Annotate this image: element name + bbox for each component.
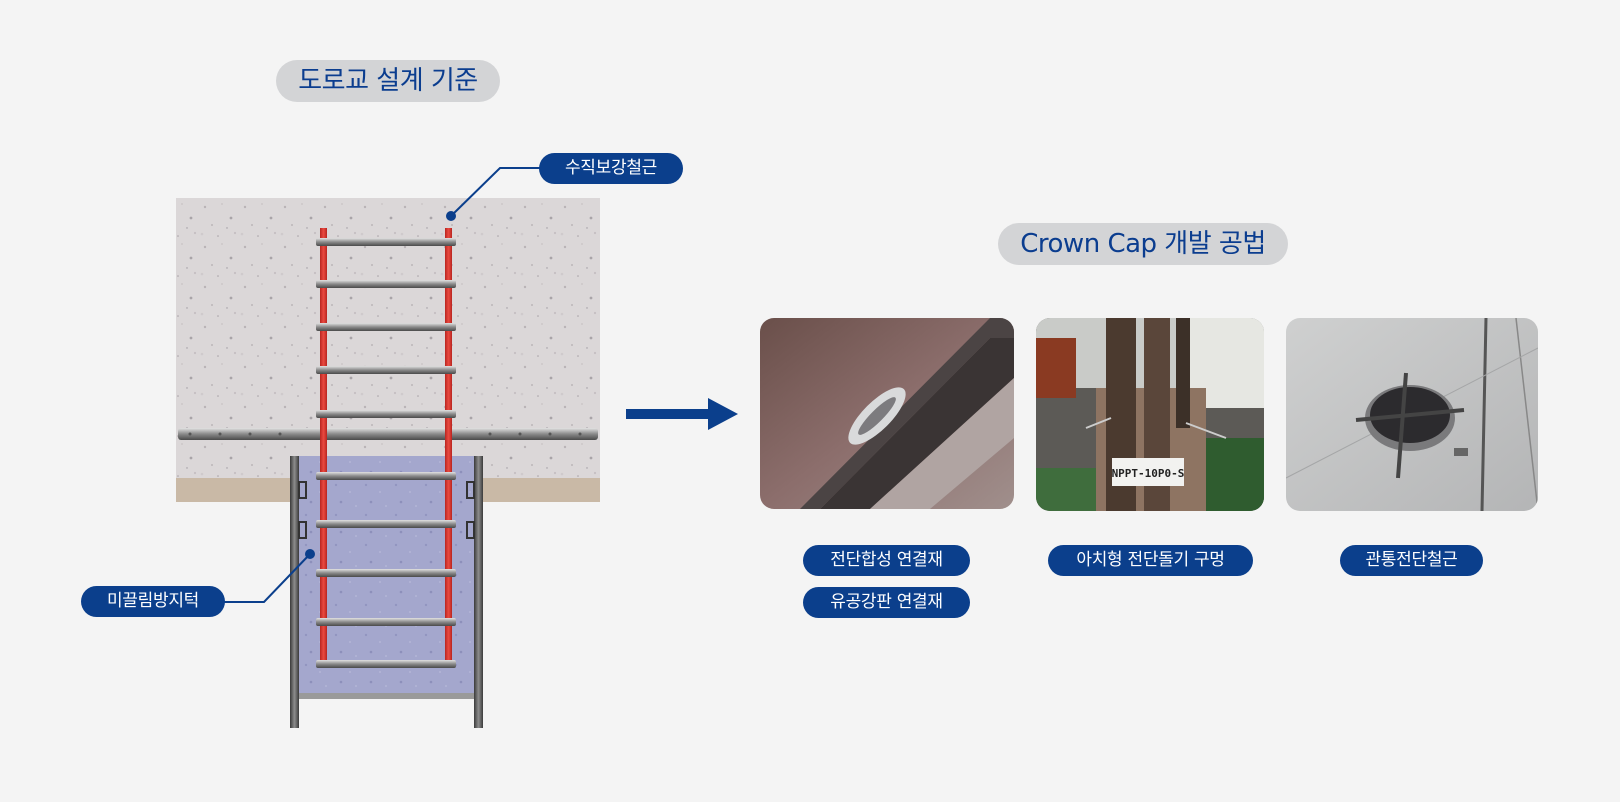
leader-line-vertical-rebar (450, 167, 540, 217)
steel-plate-right (474, 456, 483, 728)
photo-shear-connector (760, 318, 1014, 509)
leader-dot-vertical-rebar (446, 211, 456, 221)
rebar-rungs (316, 238, 456, 668)
label-shear-composite-connector: 전단합성 연결재 (803, 545, 970, 576)
label-penetrating-shear-rebar: 관통전단철근 (1340, 545, 1483, 576)
design-standard-diagram (176, 167, 600, 728)
left-section-title: 도로교 설계 기준 (276, 60, 500, 102)
photo-penetrating-rebar (1286, 318, 1538, 511)
longitudinal-rebar (178, 428, 598, 440)
label-arch-shear-hole: 아치형 전단돌기 구멍 (1048, 545, 1253, 576)
leader-dot-slip-stud (305, 549, 315, 559)
leader-line-slip-stud (224, 553, 311, 603)
photo-arch-shear-hole: NPPT-10P0-S (1036, 318, 1264, 511)
right-arrow-icon (626, 398, 738, 430)
right-section-title: Crown Cap 개발 공법 (998, 223, 1288, 265)
label-vertical-rebar: 수직보강철근 (539, 153, 683, 184)
label-perforated-plate-connector: 유공강판 연결재 (803, 587, 970, 618)
steel-plate-bottom (299, 693, 474, 699)
sign-text: NPPT-10P0-S (1112, 467, 1185, 480)
steel-plate-left (290, 456, 299, 728)
vertical-rebar-left (320, 228, 327, 668)
vertical-rebar-right (445, 228, 452, 668)
label-slip-prevention-stud: 미끌림방지턱 (81, 586, 225, 617)
